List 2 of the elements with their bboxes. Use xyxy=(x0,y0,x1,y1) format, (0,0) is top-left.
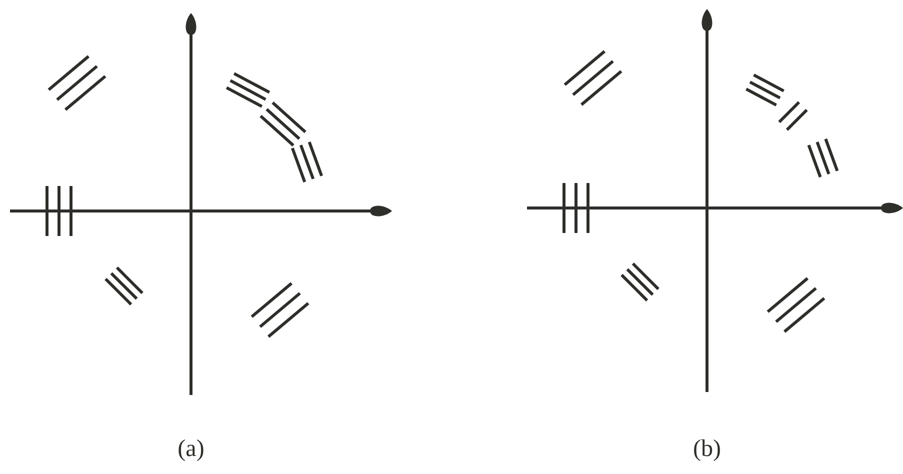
panel-label: (b) xyxy=(693,436,721,463)
panel-label: (a) xyxy=(178,436,204,463)
